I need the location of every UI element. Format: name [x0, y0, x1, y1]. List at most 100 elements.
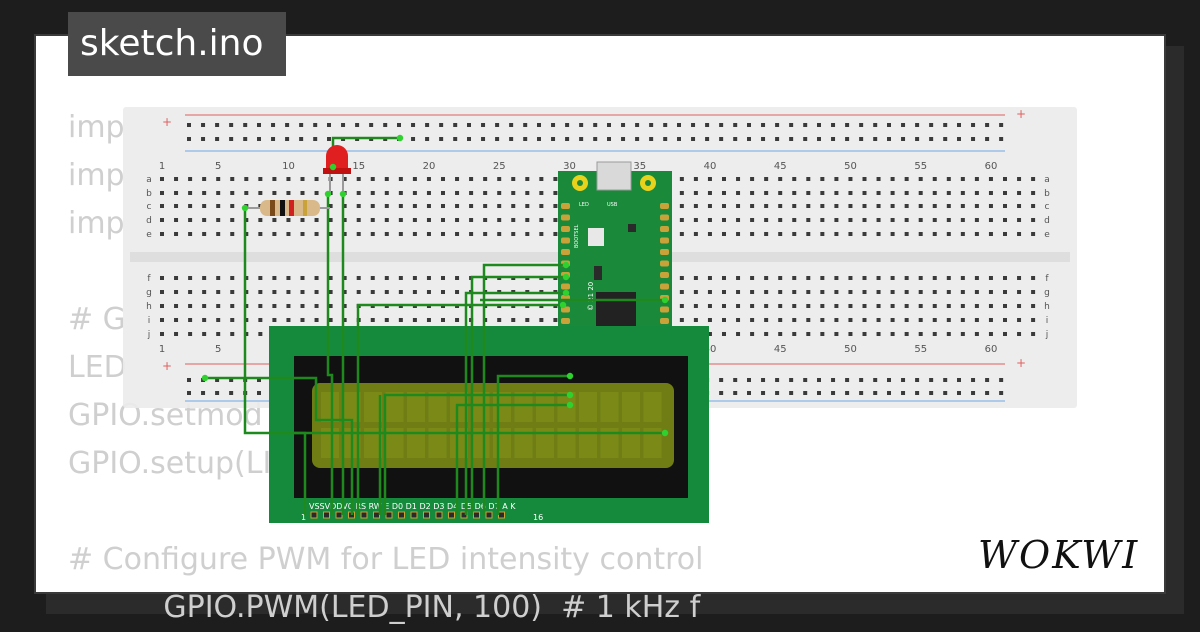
- hole: [525, 191, 530, 195]
- hole: [455, 177, 460, 181]
- hole: [988, 191, 993, 195]
- hole: [848, 218, 853, 222]
- hole: [778, 232, 783, 236]
- rail-hole: [831, 123, 836, 127]
- rail-plus-label: +: [1016, 107, 1026, 121]
- lcd-cell: [471, 392, 490, 422]
- hole: [384, 191, 389, 195]
- hole: [286, 177, 291, 181]
- hole: [328, 318, 333, 322]
- hole: [988, 204, 993, 208]
- hole: [918, 218, 923, 222]
- hole: [750, 332, 755, 336]
- pico-pin: [561, 237, 570, 244]
- rail-hole: [593, 123, 598, 127]
- rail-hole: [187, 123, 191, 127]
- column-label: 20: [423, 161, 436, 172]
- hole: [932, 232, 937, 236]
- hole: [258, 177, 263, 181]
- hole: [960, 218, 965, 222]
- rail-hole: [943, 378, 948, 382]
- hole: [230, 332, 235, 336]
- lcd-cell: [557, 392, 576, 422]
- hole: [188, 318, 193, 322]
- lcd-cell: [385, 428, 404, 458]
- rail-hole: [761, 123, 766, 127]
- rail-hole: [803, 123, 808, 127]
- hole: [707, 218, 712, 222]
- hole: [679, 218, 684, 222]
- rail-hole: [243, 123, 248, 127]
- rail-hole: [859, 378, 864, 382]
- row-label: a: [1044, 175, 1050, 185]
- lcd-cell: [342, 392, 361, 422]
- hole: [511, 318, 516, 322]
- wire-endpoint: [566, 401, 574, 409]
- hole: [1003, 332, 1007, 336]
- hole: [539, 318, 544, 322]
- hole: [693, 204, 698, 208]
- hole: [258, 191, 263, 195]
- hole: [778, 204, 783, 208]
- hole: [426, 232, 431, 236]
- hole: [876, 276, 881, 280]
- hole: [370, 191, 375, 195]
- hole: [918, 204, 923, 208]
- rail-hole: [775, 378, 780, 382]
- wires: [205, 136, 665, 515]
- hole: [455, 318, 460, 322]
- hole: [946, 304, 951, 308]
- lcd-pin: [473, 511, 480, 519]
- rail-hole: [565, 137, 570, 141]
- hole: [300, 177, 305, 181]
- wire-endpoint: [329, 163, 337, 171]
- hole: [174, 318, 179, 322]
- hole: [370, 204, 375, 208]
- resistor[interactable]: [247, 200, 330, 216]
- bootsel-button[interactable]: [588, 228, 604, 246]
- rail-hole: [831, 378, 836, 382]
- pico-board[interactable]: LED USB BOOTSEL © 21 20: [558, 161, 672, 326]
- hole: [244, 318, 249, 322]
- hole: [272, 290, 277, 294]
- lcd-display[interactable]: VSSVDDV0 RS RW E D0 D1 D2 D3 D4 D5 D6 D7…: [269, 326, 709, 523]
- wire: [455, 403, 570, 515]
- hole: [946, 204, 951, 208]
- wire-endpoint: [661, 429, 669, 437]
- red-led[interactable]: [323, 145, 351, 194]
- hole: [202, 276, 207, 280]
- rail-hole: [957, 378, 961, 382]
- hole: [160, 318, 164, 322]
- lcd-pin: [423, 511, 430, 519]
- hole: [342, 204, 347, 208]
- hole: [932, 177, 937, 181]
- column-label: 35: [633, 161, 646, 172]
- hole: [216, 177, 221, 181]
- hole: [539, 204, 544, 208]
- hole: [497, 218, 502, 222]
- hole: [848, 318, 853, 322]
- hole: [792, 332, 797, 336]
- lcd-cell: [600, 392, 619, 422]
- hole: [848, 304, 853, 308]
- hole: [202, 204, 207, 208]
- hole: [441, 232, 445, 236]
- hole: [834, 290, 839, 294]
- rail-hole: [215, 137, 220, 141]
- hole: [384, 290, 389, 294]
- wire: [383, 393, 570, 515]
- rail-hole: [313, 123, 318, 127]
- wire-endpoint: [324, 190, 332, 198]
- hole: [370, 218, 375, 222]
- rail-hole: [845, 391, 850, 395]
- hole: [707, 290, 712, 294]
- hole: [834, 304, 839, 308]
- rail-hole: [621, 137, 626, 141]
- hole: [707, 232, 712, 236]
- rail-hole: [677, 123, 681, 127]
- hole: [370, 177, 375, 181]
- hole: [525, 232, 530, 236]
- hole: [441, 204, 445, 208]
- hole: [497, 177, 502, 181]
- rail-hole: [761, 391, 766, 395]
